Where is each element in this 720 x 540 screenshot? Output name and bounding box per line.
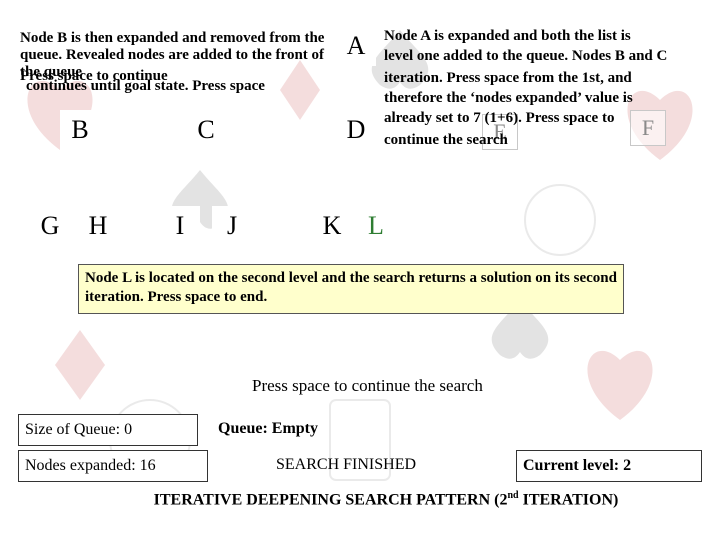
title-superscript: nd: [507, 490, 519, 501]
node-g: G: [30, 206, 70, 246]
queue-size-box: Size of Queue: 0: [18, 414, 198, 446]
node-a: A: [336, 26, 376, 66]
queue-contents: Queue: Empty: [218, 420, 318, 437]
nodes-expanded-box: Nodes expanded: 16: [18, 450, 208, 482]
narration-left-line2: Press space to continue: [20, 68, 168, 84]
node-i: I: [160, 206, 200, 246]
solution-callout: Node L is located on the second level an…: [78, 264, 624, 314]
node-c: C: [186, 110, 226, 150]
node-b: B: [60, 110, 100, 150]
node-e: E: [482, 114, 518, 150]
title-suffix: ITERATION): [518, 491, 619, 509]
node-d: D: [336, 110, 376, 150]
node-f: F: [630, 110, 666, 146]
narration-left-line3: continues until goal state. Press space: [26, 78, 265, 94]
node-k: K: [312, 206, 352, 246]
narration-left-line1: Node B is then expanded and removed from…: [20, 30, 325, 80]
page-title: ITERATIVE DEEPENING SEARCH PATTERN (2nd …: [96, 490, 676, 509]
narration-right-line1: Node A is expanded and both the list is: [384, 28, 631, 44]
node-j: J: [212, 206, 252, 246]
narration-right-line6: continue the search: [384, 132, 508, 148]
current-level-box: Current level: 2: [516, 450, 702, 482]
title-prefix: ITERATIVE DEEPENING SEARCH PATTERN (2: [153, 491, 508, 509]
node-l: L: [356, 206, 396, 246]
search-state: SEARCH FINISHED: [276, 456, 417, 473]
node-h: H: [78, 206, 118, 246]
narration-right-line2: level one added to the queue. Nodes B an…: [384, 48, 668, 64]
narration-right-line3: iteration. Press space from the 1st, and: [384, 70, 632, 86]
press-space-prompt[interactable]: Press space to continue the search: [252, 376, 483, 395]
narration-right-line5: already set to 7 (1+6). Press space to: [384, 110, 615, 126]
narration-right-line4: therefore the ‘nodes expanded’ value is: [384, 90, 633, 106]
